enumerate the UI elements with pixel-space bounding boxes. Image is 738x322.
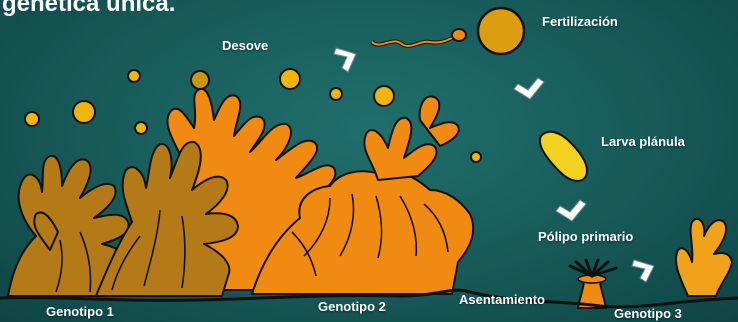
arrow-chevron-icon bbox=[556, 200, 586, 221]
gamete-bundle-icon bbox=[135, 122, 147, 134]
gamete-bundle-icon bbox=[25, 112, 39, 126]
label-primary-polyp: Pólipo primario bbox=[538, 229, 633, 244]
label-genotype-2: Genotipo 2 bbox=[318, 299, 386, 314]
gamete-bundle-icon bbox=[128, 70, 140, 82]
gamete-bundle-icon bbox=[191, 71, 209, 89]
egg-icon bbox=[478, 8, 524, 54]
gamete-bundle-icon bbox=[374, 86, 394, 106]
label-genotype-3: Genotipo 3 bbox=[614, 306, 682, 321]
gamete-bundle-icon bbox=[73, 101, 95, 123]
larva-icon bbox=[540, 132, 587, 181]
label-fertilization: Fertilización bbox=[542, 14, 618, 29]
title-fragment: genética única. bbox=[2, 0, 175, 18]
label-spawning: Desove bbox=[222, 38, 268, 53]
coral-genotype-3 bbox=[676, 219, 732, 296]
sperm-icon bbox=[372, 29, 466, 46]
arrow-chevron-icon bbox=[514, 78, 544, 99]
gamete-bundle-icon bbox=[280, 69, 300, 89]
gamete-bundle-icon bbox=[471, 152, 481, 162]
arrow-chevron-icon bbox=[632, 260, 654, 282]
label-larva: Larva plánula bbox=[601, 134, 685, 149]
gamete-bundle-icon bbox=[330, 88, 342, 100]
polyp-icon bbox=[570, 260, 616, 308]
arrow-chevron-icon bbox=[334, 48, 356, 72]
label-settlement: Asentamiento bbox=[459, 292, 545, 307]
label-genotype-1: Genotipo 1 bbox=[46, 304, 114, 319]
